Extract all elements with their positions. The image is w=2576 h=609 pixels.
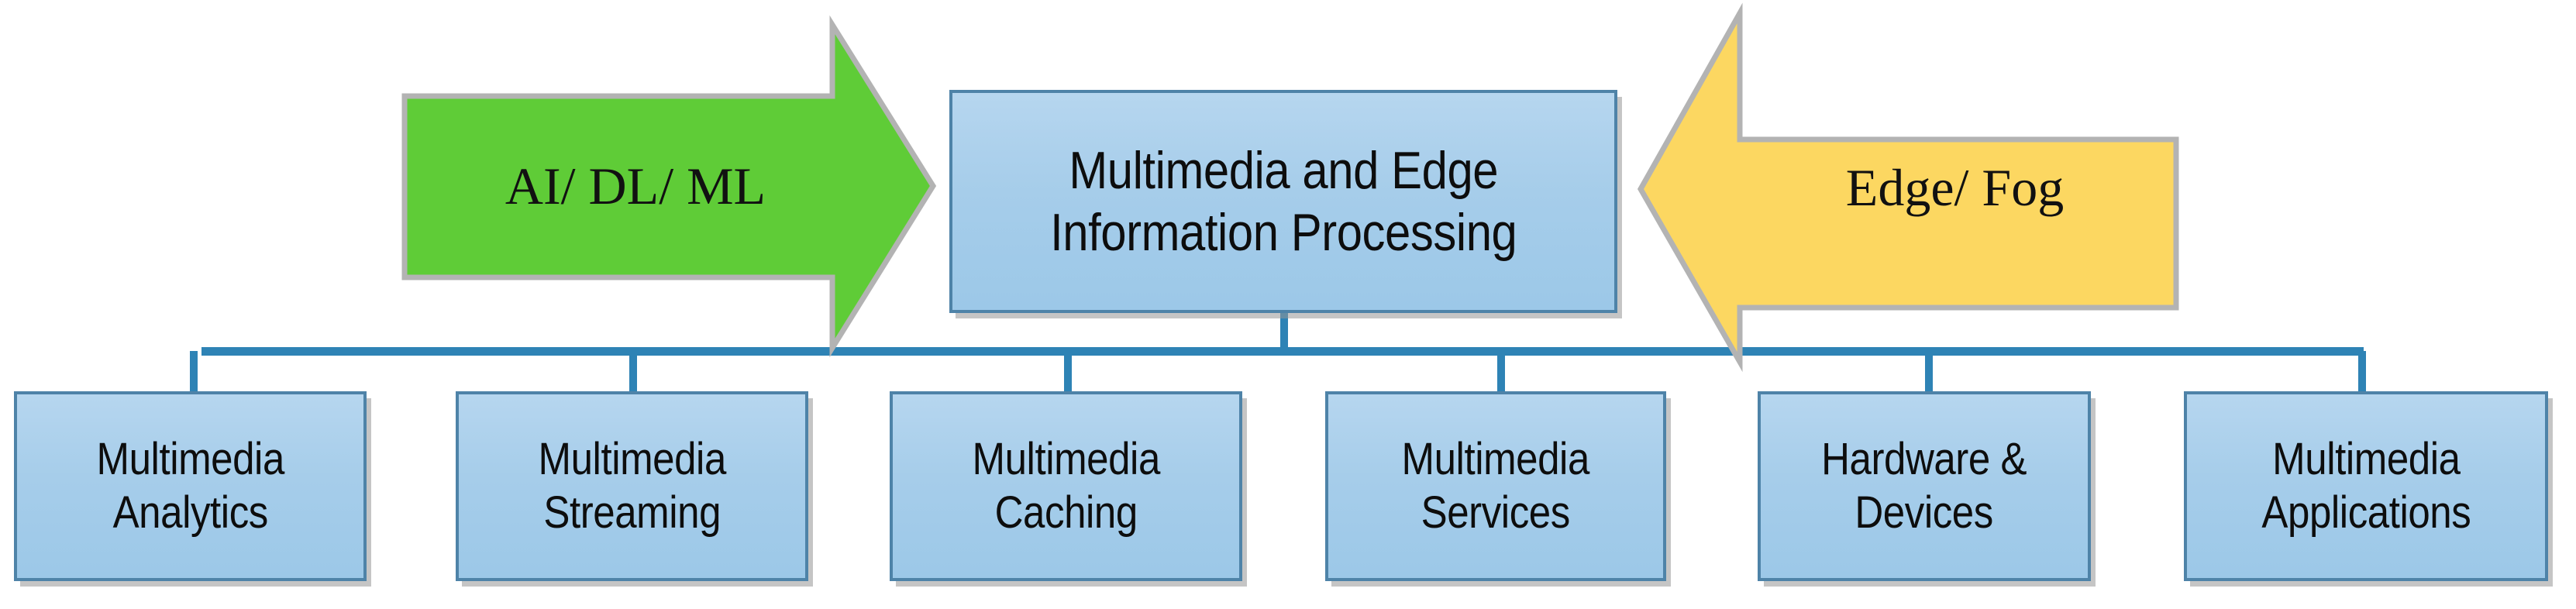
arrow-edge-fog-label: Edge/ Fog (1845, 157, 2065, 217)
node-leaf-3[interactable]: Multimedia Services (1325, 391, 1666, 581)
node-hub[interactable]: Multimedia and Edge Information Processi… (949, 90, 1617, 313)
connector-drop-2 (1064, 351, 1072, 394)
connector-drop-5 (2358, 351, 2366, 394)
node-hub-label: Multimedia and Edge Information Processi… (1049, 140, 1517, 262)
node-leaf-label: Multimedia Caching (972, 434, 1160, 538)
node-leaf-label: Multimedia Services (1401, 434, 1590, 538)
arrow-edge-fog (1637, 2, 2179, 373)
arrow-ai-dl-ml (401, 15, 937, 358)
node-leaf-1[interactable]: Multimedia Streaming (456, 391, 808, 581)
node-leaf-0[interactable]: Multimedia Analytics (14, 391, 367, 581)
node-leaf-5[interactable]: Multimedia Applications (2184, 391, 2548, 581)
node-leaf-2[interactable]: Multimedia Caching (890, 391, 1242, 581)
connector-drop-0 (190, 351, 198, 394)
node-leaf-label: Multimedia Analytics (96, 434, 284, 538)
connector-drop-4 (1925, 351, 1933, 394)
connector-horizontal-bus (201, 347, 2364, 356)
node-leaf-4[interactable]: Hardware & Devices (1758, 391, 2091, 581)
node-leaf-label: Hardware & Devices (1821, 434, 2027, 538)
node-leaf-label: Multimedia Streaming (538, 434, 726, 538)
connector-drop-3 (1497, 351, 1505, 394)
connector-drop-1 (629, 351, 637, 394)
node-leaf-label: Multimedia Applications (2261, 434, 2471, 538)
connector-trunk-vertical (1280, 310, 1288, 355)
arrow-ai-dl-ml-label: AI/ DL/ ML (505, 157, 766, 215)
